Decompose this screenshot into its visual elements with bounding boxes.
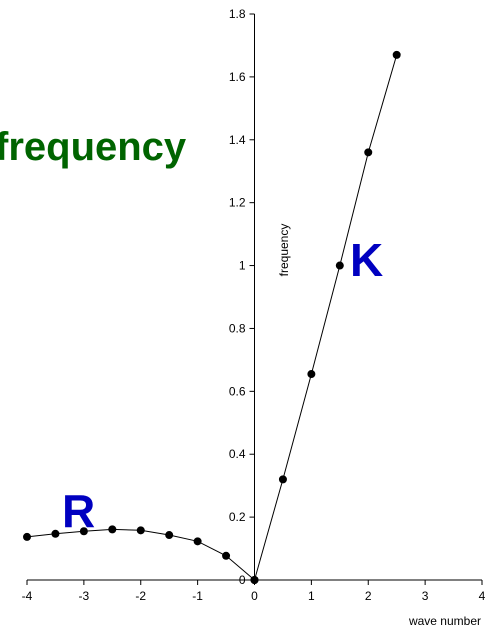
x-tick-label: -1 (192, 589, 203, 603)
ticks: -4 -3 -2 -1 0 1 2 3 4 0 0.2 0.4 0.6 0.8 1 1.2 1.4 1.6 1.8 (22, 7, 486, 603)
data-point (307, 370, 316, 379)
y-tick-label: 0.2 (229, 510, 246, 524)
y-tick-label: 1.4 (229, 133, 246, 147)
x-tick-label: -3 (79, 589, 90, 603)
data-point (79, 527, 88, 536)
data-point (250, 576, 259, 584)
data-point (392, 50, 401, 59)
y-tick-label: 0.8 (229, 321, 246, 335)
x-tick-label: -2 (135, 589, 146, 603)
y-tick-label: 0.4 (229, 447, 246, 461)
y-tick-label: 0.6 (229, 384, 246, 398)
data-point (165, 531, 174, 540)
y-tick-label: 0 (239, 573, 246, 587)
labels: wave number frequency frequency K R (0, 125, 481, 628)
x-tick-label: 0 (251, 589, 258, 603)
y-tick-label: 1.6 (229, 70, 246, 84)
data-point (136, 526, 145, 535)
data-point (193, 537, 202, 546)
x-tick-label: 4 (479, 589, 486, 603)
series-line (254, 54, 398, 581)
x-axis-label: wave number (408, 614, 481, 628)
x-tick-label: 2 (365, 589, 372, 603)
y-tick-label: 1.2 (229, 196, 246, 210)
data-point (23, 532, 31, 541)
annotation-k: K (350, 234, 383, 286)
y-axis-label: frequency (277, 224, 291, 277)
data-point (335, 261, 344, 270)
data-point (108, 525, 117, 534)
data-point (51, 529, 60, 538)
y-tick-label: 1.8 (229, 7, 246, 21)
x-tick-label: -4 (22, 589, 33, 603)
axes (27, 14, 482, 581)
data-point (278, 475, 287, 484)
annotation-frequency: frequency (0, 125, 187, 169)
data-point (222, 551, 231, 560)
x-tick-label: 1 (308, 589, 315, 603)
data-point (364, 148, 373, 157)
y-tick-label: 1 (239, 259, 246, 273)
annotation-r: R (62, 485, 95, 537)
x-tick-label: 3 (422, 589, 429, 603)
series (23, 50, 401, 584)
